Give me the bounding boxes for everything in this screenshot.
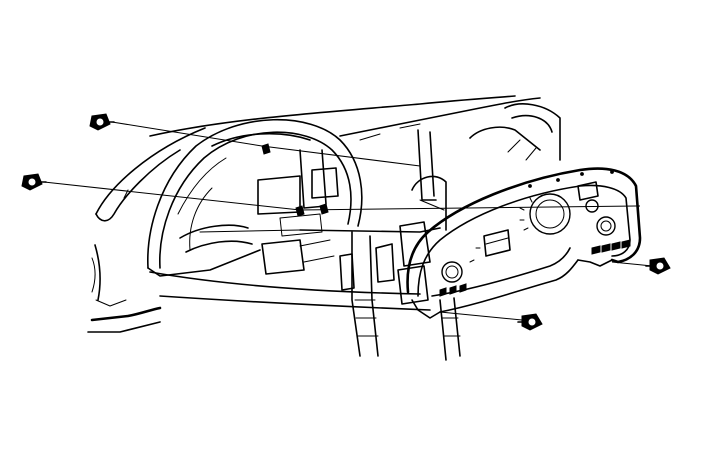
screw-right (645, 257, 671, 275)
screw-upper-left (89, 113, 115, 131)
leader-lines (43, 121, 653, 321)
instrument-panel-carrier (87, 95, 561, 361)
instrument-panel-cluster-trim-bezel (147, 118, 363, 277)
instrument-panel-cluster (406, 167, 642, 319)
screw-bottom (517, 313, 543, 331)
screw-left (21, 173, 47, 191)
